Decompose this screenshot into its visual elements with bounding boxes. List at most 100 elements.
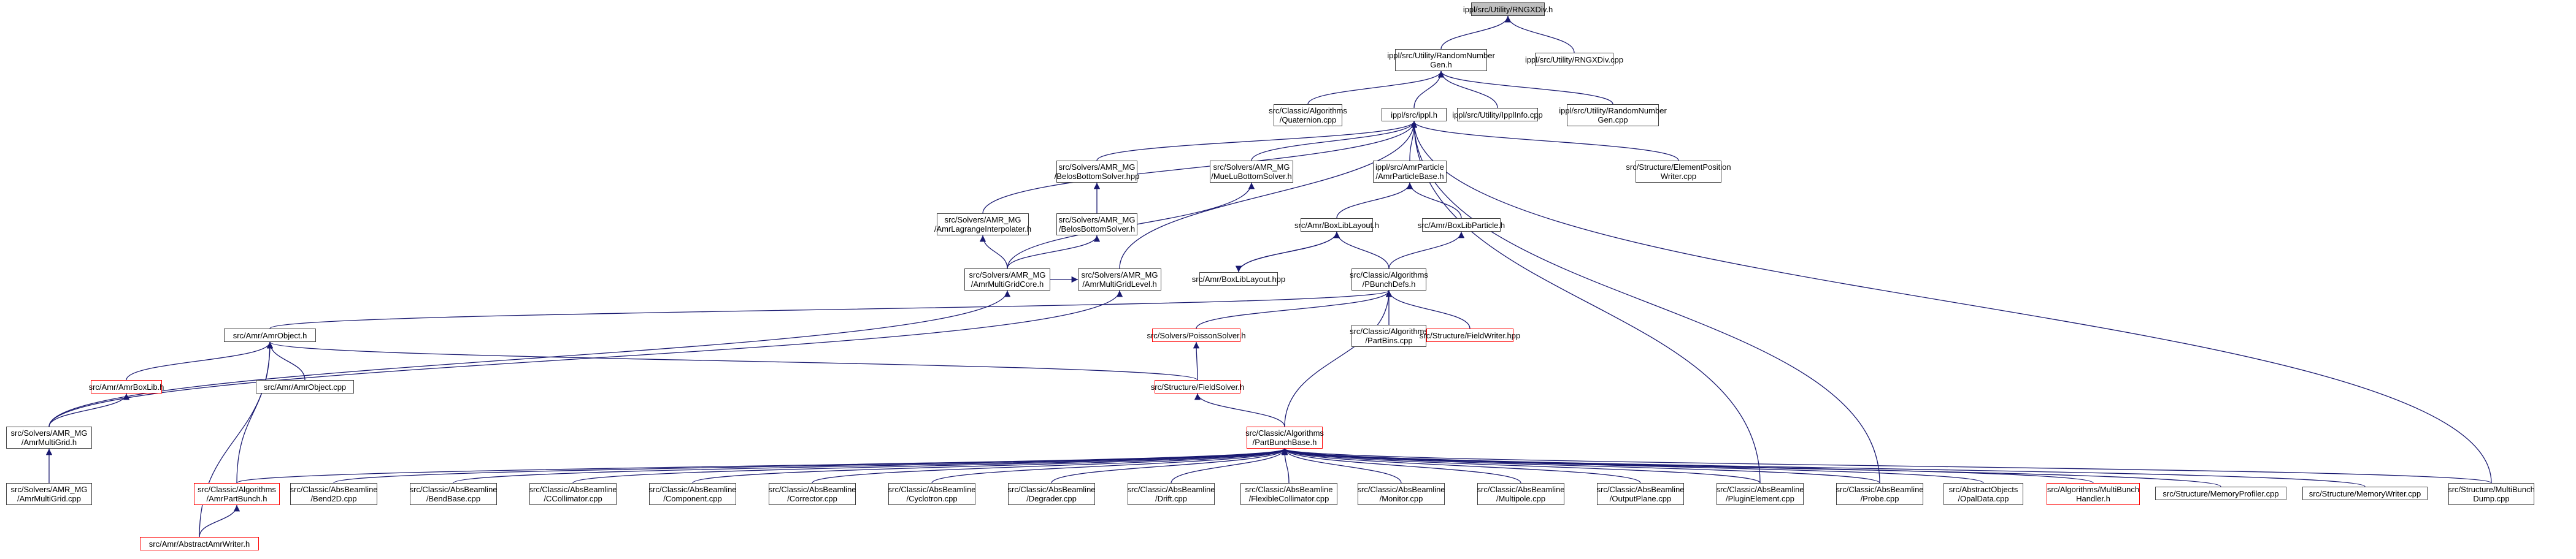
- node-label-line: src/Classic/AbsBeamline: [529, 485, 617, 494]
- node-rngxdiv-h: ippl/src/Utility/RNGXDiv.h: [1463, 2, 1553, 16]
- node-cyclotron-cpp[interactable]: src/Classic/AbsBeamline/Cyclotron.cpp: [888, 483, 976, 505]
- edge-fieldsolver-h-to-amrobject-h: [267, 341, 1198, 381]
- edge-corrector-cpp-to-partbunchbase-h: [812, 448, 1288, 484]
- node-label-line: /PBunchDefs.h: [1362, 280, 1416, 289]
- edge-amrpartbunch-h-to-amrobject-h: [236, 341, 274, 484]
- node-label-line: ippl/src/AmrParticle: [1375, 162, 1444, 172]
- node-label-line: /BendBase.cpp: [426, 494, 481, 503]
- node-belosbottom-hpp[interactable]: src/Solvers/AMR_MG/BelosBottomSolver.hpp: [1054, 161, 1140, 183]
- node-label-line: src/Amr/AmrObject.h: [233, 330, 307, 340]
- node-monitor-cpp[interactable]: src/Classic/AbsBeamline/Monitor.cpp: [1357, 483, 1445, 505]
- node-multipole-cpp[interactable]: src/Classic/AbsBeamline/Multipole.cpp: [1477, 483, 1565, 505]
- node-quaternion-cpp[interactable]: src/Classic/Algorithms/Quaternion.cpp: [1269, 104, 1347, 126]
- node-label-line: src/Amr/BoxLibLayout.hpp: [1191, 274, 1286, 284]
- node-bend2d-cpp[interactable]: src/Classic/AbsBeamline/Bend2D.cpp: [290, 483, 378, 505]
- edge-pbunchdefs-h-to-boxliblayout-h: [1333, 231, 1390, 269]
- node-fieldwriter-hpp[interactable]: src/Structure/FieldWriter.hpp: [1420, 329, 1520, 342]
- node-amrlagrange-h[interactable]: src/Solvers/AMR_MG/AmrLagrangeInterpolat…: [934, 213, 1031, 235]
- node-label-line: /OpalData.cpp: [1958, 494, 2009, 503]
- node-amrparticlebase-h[interactable]: ippl/src/AmrParticle/AmrParticleBase.h: [1373, 161, 1447, 183]
- node-ippl-h[interactable]: ippl/src/ippl.h: [1382, 108, 1447, 121]
- node-label-line: src/Structure/MultiBunch: [2448, 485, 2535, 494]
- node-poisson-h[interactable]: src/Solvers/PoissonSolver.h: [1147, 329, 1246, 342]
- node-amrboxlib-h[interactable]: src/Amr/AmrBoxLib.h: [88, 380, 164, 394]
- node-label-line: src/Classic/Algorithms: [1350, 327, 1428, 336]
- node-amrmg-cpp[interactable]: src/Solvers/AMR_MG/AmrMultiGrid.cpp: [6, 483, 92, 505]
- node-label-line: src/Amr/BoxLibParticle.h: [1417, 220, 1505, 230]
- node-amrmglevel-h[interactable]: src/Solvers/AMR_MG/AmrMultiGridLevel.h: [1078, 268, 1161, 291]
- node-label-line: src/Classic/AbsBeamline: [409, 485, 498, 494]
- edge-fieldsolver-h-to-poisson-h: [1193, 341, 1200, 381]
- node-label-line: /BelosBottomSolver.h: [1058, 224, 1136, 234]
- node-amrpartbunch-h[interactable]: src/Classic/Algorithms/AmrPartBunch.h: [194, 483, 280, 505]
- edge-probe-cpp-to-ippl-h: [1410, 121, 1880, 484]
- node-boxliblayout-hpp[interactable]: src/Amr/BoxLibLayout.hpp: [1192, 272, 1285, 286]
- node-bendbase-cpp[interactable]: src/Classic/AbsBeamline/BendBase.cpp: [409, 483, 498, 505]
- node-label-line: src/Solvers/AMR_MG: [1081, 270, 1158, 280]
- edge-drift-cpp-to-partbunchbase-h: [1171, 448, 1288, 484]
- node-corrector-cpp[interactable]: src/Classic/AbsBeamline/Corrector.cpp: [768, 483, 856, 505]
- edge-pluginelement-cpp-to-ippl-h: [1410, 121, 1761, 484]
- node-mueluBottom-h[interactable]: src/Solvers/AMR_MG/MueLuBottomSolver.h: [1210, 161, 1293, 183]
- edge-outputplane-cpp-to-partbunchbase-h: [1282, 448, 1641, 484]
- node-label-line: /PluginElement.cpp: [1725, 494, 1794, 503]
- edge-boxliblayout-h-to-amrparticlebase-h: [1336, 182, 1413, 219]
- edge-abstractamrwriter-h-to-amrobject-h: [199, 341, 274, 538]
- node-ipplinfo-cpp[interactable]: ippl/src/Utility/IpplInfo.cpp: [1452, 108, 1543, 121]
- node-amrobject-cpp[interactable]: src/Amr/AmrObject.cpp: [256, 380, 354, 394]
- edge-ippl-h-to-randomgen-h: [1413, 70, 1445, 108]
- node-label-line: src/Classic/AbsBeamline: [1357, 485, 1445, 494]
- node-pluginelement-cpp[interactable]: src/Classic/AbsBeamline/PluginElement.cp…: [1716, 483, 1804, 505]
- edge-bendbase-cpp-to-partbunchbase-h: [453, 448, 1288, 484]
- node-flexcoll-cpp[interactable]: src/Classic/AbsBeamline/FlexibleCollimat…: [1240, 483, 1337, 505]
- node-label-line: /Component.cpp: [663, 494, 722, 503]
- node-pbunchdefs-h[interactable]: src/Classic/Algorithms/PBunchDefs.h: [1350, 268, 1428, 291]
- node-ccollimator-cpp[interactable]: src/Classic/AbsBeamline/CCollimator.cpp: [529, 483, 617, 505]
- node-abstractamrwriter-h[interactable]: src/Amr/AbstractAmrWriter.h: [140, 537, 259, 550]
- edge-amrmgcore-h-to-belosbottom-h: [1007, 235, 1101, 269]
- node-partbunchbase-h[interactable]: src/Classic/Algorithms/PartBunchBase.h: [1245, 427, 1324, 449]
- node-boxlibparticle-h[interactable]: src/Amr/BoxLibParticle.h: [1418, 218, 1505, 232]
- node-degrader-cpp[interactable]: src/Classic/AbsBeamline/Degrader.cpp: [1007, 483, 1096, 505]
- node-probe-cpp[interactable]: src/Classic/AbsBeamline/Probe.cpp: [1836, 483, 1924, 505]
- edge-amrmgcore-h-to-amrlagrange-h: [979, 235, 1008, 269]
- node-label-line: /Degrader.cpp: [1026, 494, 1077, 503]
- node-label-line: /BelosBottomSolver.hpp: [1054, 172, 1140, 181]
- node-label-line: ippl/src/ippl.h: [1391, 110, 1437, 120]
- edge-boxliblayout-h-to-boxliblayout-hpp: [1235, 231, 1337, 273]
- node-opaldata-cpp[interactable]: src/AbstractObjects/OpalData.cpp: [1944, 483, 2023, 505]
- node-amrmg-h[interactable]: src/Solvers/AMR_MG/AmrMultiGrid.h: [6, 427, 92, 449]
- edge-probe-cpp-to-partbunchbase-h: [1282, 448, 1880, 484]
- edge-fieldwriter-hpp-to-pbunchdefs-h: [1385, 290, 1471, 329]
- node-label-line: /Cyclotron.cpp: [906, 494, 958, 503]
- node-label-line: /AmrMultiGridCore.h: [971, 280, 1044, 289]
- node-memwriter-cpp[interactable]: src/Structure/MemoryWriter.cpp: [2302, 487, 2428, 500]
- node-label-line: src/Amr/AmrBoxLib.h: [88, 382, 164, 392]
- node-memprofiler-cpp[interactable]: src/Structure/MemoryProfiler.cpp: [2155, 487, 2286, 500]
- edge-degrader-cpp-to-partbunchbase-h: [1051, 448, 1288, 484]
- node-amrobject-h[interactable]: src/Amr/AmrObject.h: [224, 329, 316, 342]
- node-belosbottom-h[interactable]: src/Solvers/AMR_MG/BelosBottomSolver.h: [1056, 213, 1137, 235]
- edge-amrmglevel-h-to-ippl-h: [1119, 121, 1418, 269]
- node-rngxdiv-cpp[interactable]: ippl/src/Utility/RNGXDiv.cpp: [1525, 53, 1623, 66]
- node-amrmgcore-h[interactable]: src/Solvers/AMR_MG/AmrMultiGridCore.h: [964, 268, 1050, 291]
- edge-component-cpp-to-partbunchbase-h: [692, 448, 1288, 484]
- node-outputplane-cpp[interactable]: src/Classic/AbsBeamline/OutputPlane.cpp: [1596, 483, 1685, 505]
- node-label-line: src/Solvers/AMR_MG: [1213, 162, 1290, 172]
- node-component-cpp[interactable]: src/Classic/AbsBeamline/Component.cpp: [648, 483, 737, 505]
- node-partbins-cpp[interactable]: src/Classic/Algorithms/PartBins.cpp: [1350, 325, 1428, 347]
- node-label-line: /Multipole.cpp: [1496, 494, 1546, 503]
- node-drift-cpp[interactable]: src/Classic/AbsBeamline/Drift.cpp: [1127, 483, 1215, 505]
- node-label-line: Writer.cpp: [1660, 172, 1697, 181]
- node-label-line: src/Solvers/AMR_MG: [10, 485, 88, 494]
- edge-poisson-h-to-pbunchdefs-h: [1196, 290, 1393, 329]
- node-fieldsolver-h[interactable]: src/Structure/FieldSolver.h: [1151, 380, 1244, 394]
- node-boxliblayout-h[interactable]: src/Amr/BoxLibLayout.h: [1294, 218, 1379, 232]
